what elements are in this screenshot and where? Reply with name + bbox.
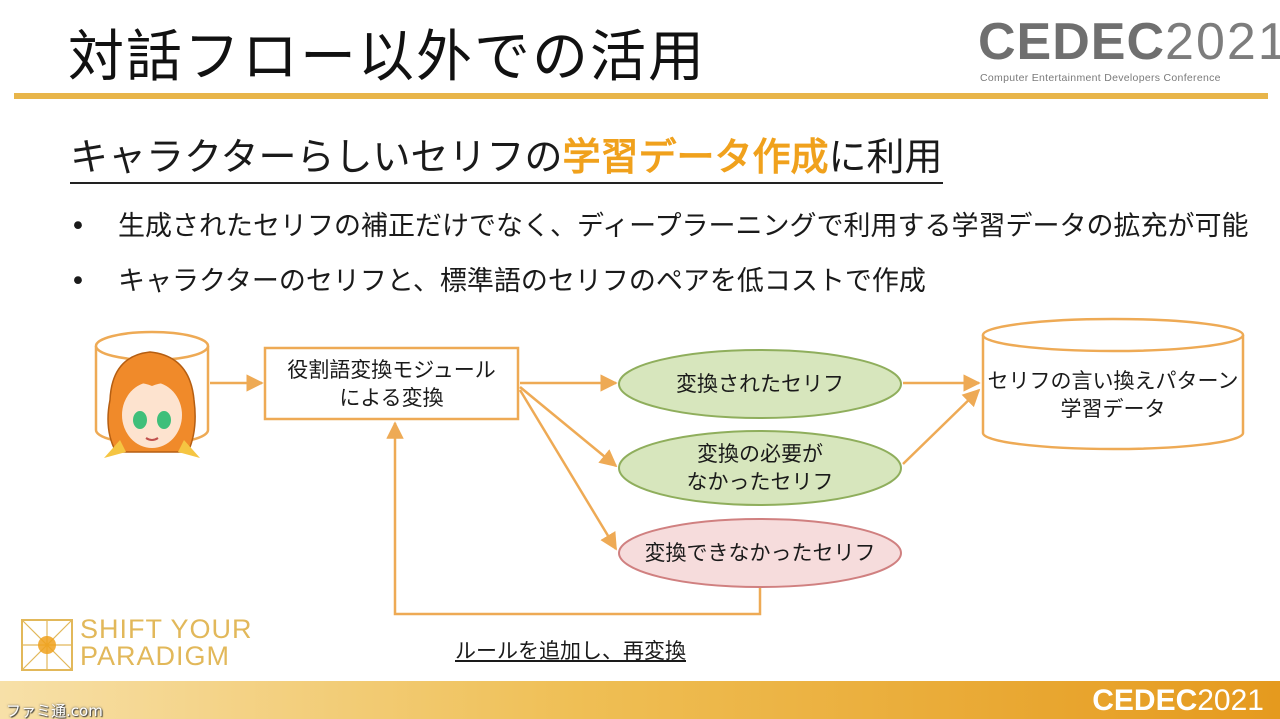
syp-line1: SHIFT YOUR: [80, 614, 253, 644]
logo-year-text: 2021: [1165, 13, 1280, 71]
module-label-line2: による変換: [339, 386, 444, 410]
cedec-logo: CEDEC2021 Computer Entertainment Develop…: [978, 13, 1280, 86]
arrow-feedback-loop: [386, 421, 762, 616]
footer-bar: [0, 681, 1280, 719]
footer-year-text: 2021: [1197, 684, 1264, 717]
bullet-dot-icon: •: [70, 266, 86, 297]
converted-lines-node: [618, 349, 902, 419]
no-need-label-line1: 変換の必要が: [697, 442, 823, 466]
heading-pre: キャラクターらしいセリフの: [70, 135, 563, 179]
heading-post: に利用: [828, 135, 943, 179]
converted-lines-label: 変換されたセリフ: [676, 372, 844, 396]
unconverted-lines-node: [618, 518, 902, 588]
bullet-text: キャラクターのセリフと、標準語のセリフのペアを低コストで作成: [118, 266, 926, 297]
module-label-line1: 役割語変換モジュール: [287, 358, 496, 382]
logo-cedec-text: CEDEC: [978, 13, 1166, 71]
arrow-module-to-failed: [518, 389, 618, 551]
arrow-no-need-to-output: [902, 388, 981, 465]
section-heading: キャラクターらしいセリフの学習データ作成に利用: [70, 134, 943, 184]
paradigm-emblem-icon: [21, 619, 73, 671]
logo-subtitle: Computer Entertainment Developers Confer…: [980, 72, 1221, 84]
footer-cedec-logo: CEDEC2021: [1092, 684, 1264, 718]
syp-line2: PARADIGM: [80, 641, 231, 671]
module-label: 役割語変換モジュール による変換: [265, 356, 518, 412]
output-label-line2: 学習データ: [1060, 397, 1166, 421]
failed-label: 変換できなかったセリフ: [644, 541, 876, 565]
bullet-item: • 生成されたセリフの補正だけでなく、ディープラーニングで利用する学習データの拡充…: [70, 204, 1249, 243]
character-icon: [104, 351, 200, 458]
title-divider: [14, 93, 1268, 99]
watermark-text: ファミ通.com: [6, 702, 103, 719]
arrow-module-to-no-need: [519, 386, 618, 468]
shift-your-paradigm-logo: SHIFT YOUR PARADIGM: [20, 616, 260, 676]
bullet-text: 生成されたセリフの補正だけでなく、ディープラーニングで利用する学習データの拡充が…: [118, 211, 1249, 242]
heading-highlight: 学習データ作成: [562, 135, 829, 179]
output-label-line1: セリフの言い換えパターン: [987, 369, 1239, 393]
conversion-module-box: [263, 346, 520, 421]
output-label: セリフの言い換えパターン 学習データ: [983, 367, 1243, 423]
bullet-item: • キャラクターのセリフと、標準語のセリフのペアを低コストで作成: [70, 259, 926, 298]
output-database: [981, 317, 1245, 451]
no-conversion-needed-node: [618, 430, 902, 506]
slide-title: 対話フロー以外での活用: [68, 25, 706, 90]
no-need-label: 変換の必要が なかったセリフ: [619, 440, 901, 496]
footer-cedec-text: CEDEC: [1092, 684, 1198, 717]
feedback-label: ルールを追加し、再変換: [455, 639, 686, 663]
bullet-dot-icon: •: [70, 211, 86, 242]
no-need-label-line2: なかったセリフ: [686, 470, 834, 494]
